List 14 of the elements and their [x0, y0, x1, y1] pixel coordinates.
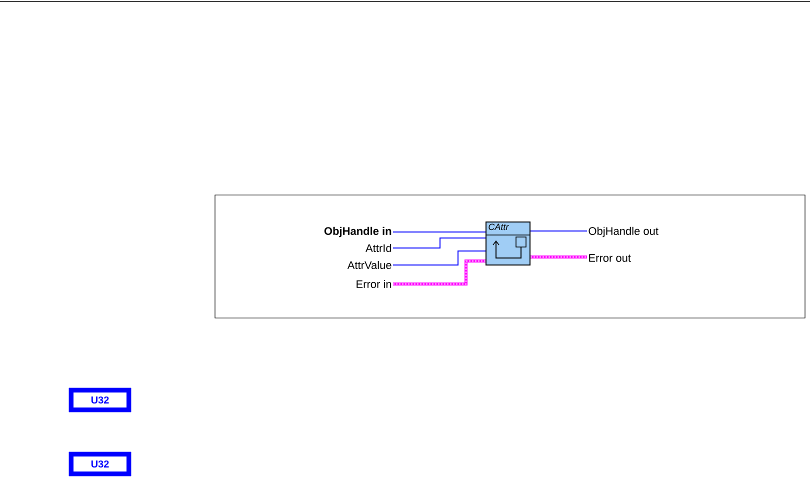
connector-pane-frame — [214, 194, 806, 318]
wire — [530, 256, 588, 258]
terminal-label: ObjHandle out — [588, 226, 658, 238]
wire — [392, 250, 486, 266]
terminal-label: Error out — [589, 254, 631, 262]
wire — [530, 230, 588, 232]
wire — [392, 238, 486, 248]
data-type-terminal: U32 — [68, 452, 132, 476]
data-type-terminal: U32 — [68, 388, 132, 412]
wire — [392, 260, 486, 286]
terminal-label: AttrId — [366, 244, 392, 252]
terminal-label: Error in — [356, 280, 392, 288]
terminal-label: ObjHandle in — [324, 226, 392, 238]
terminal-label: AttrValue — [347, 260, 392, 270]
